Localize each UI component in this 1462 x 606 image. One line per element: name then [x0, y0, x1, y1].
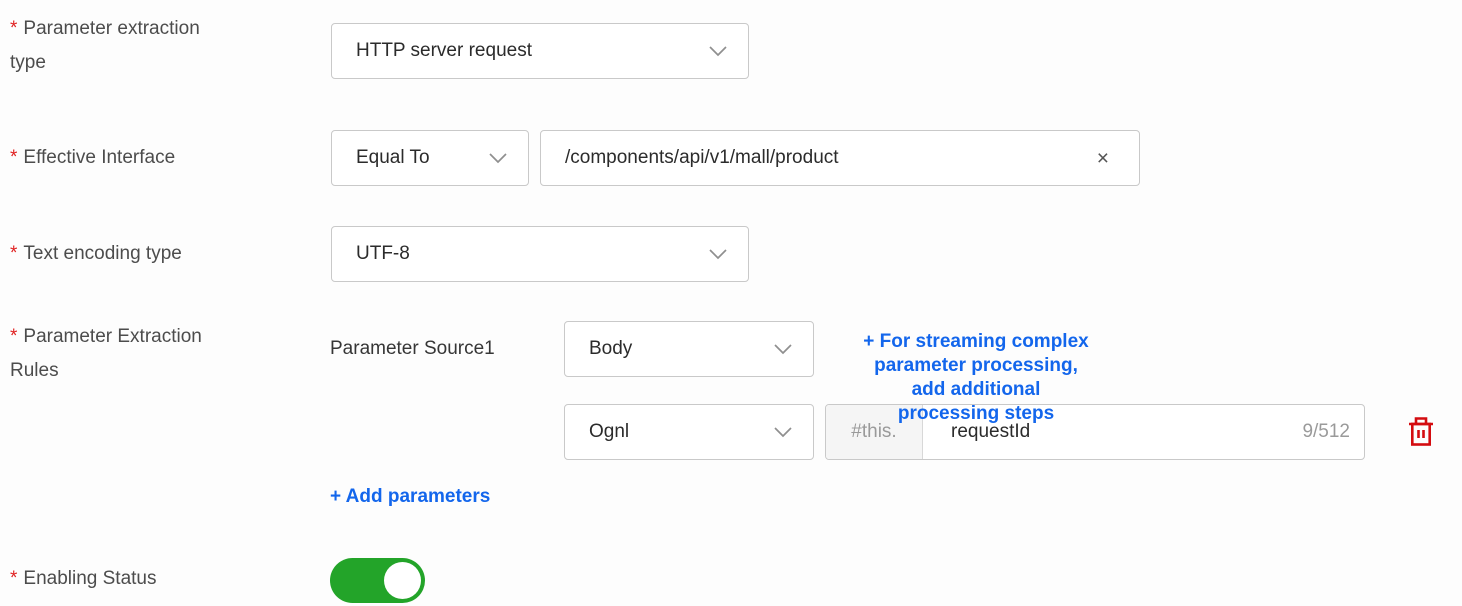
char-counter: 9/512	[1302, 421, 1350, 442]
chevron-down-icon	[773, 426, 793, 438]
expression-input[interactable]: requestId 9/512	[923, 405, 1364, 459]
expression-input-group: #this. requestId 9/512	[825, 404, 1365, 460]
chevron-down-icon	[708, 248, 728, 260]
streaming-processing-link[interactable]: + For streaming complex parameter proces…	[818, 330, 1134, 426]
required-asterisk: *	[10, 243, 18, 264]
expression-value: requestId	[951, 421, 1031, 442]
chevron-down-icon	[488, 152, 508, 164]
chevron-down-icon	[708, 45, 728, 57]
required-asterisk: *	[10, 326, 18, 347]
extraction-type-value: HTTP server request	[356, 40, 532, 61]
required-asterisk: *	[10, 568, 18, 589]
label-parameter-extraction-type: *Parameter extraction type	[10, 18, 200, 73]
parameter-source-value: Body	[589, 338, 633, 359]
add-parameters-link[interactable]: + Add parameters	[330, 486, 491, 507]
interface-operator-value: Equal To	[356, 147, 430, 168]
expression-type-value: Ognl	[589, 421, 630, 442]
streaming-link-line: processing steps	[897, 403, 1055, 424]
interface-operator-select[interactable]: Equal To	[331, 130, 529, 186]
text-encoding-select[interactable]: UTF-8	[331, 226, 749, 282]
toggle-knob	[384, 562, 421, 599]
streaming-link-line: add additional	[911, 379, 1041, 400]
streaming-link-line: + For streaming complex	[863, 331, 1089, 352]
label-effective-interface: *Effective Interface	[10, 147, 176, 168]
parameter-source-label: Parameter Source1	[330, 338, 495, 359]
streaming-link-line: parameter processing,	[874, 355, 1078, 376]
label-text-encoding-type: *Text encoding type	[10, 243, 182, 264]
label-enabling-status: *Enabling Status	[10, 568, 157, 589]
interface-path-input[interactable]: /components/api/v1/mall/product ×	[540, 130, 1140, 186]
required-asterisk: *	[10, 147, 18, 168]
extraction-type-select[interactable]: HTTP server request	[331, 23, 749, 79]
parameter-source-select[interactable]: Body	[564, 321, 814, 377]
enabling-status-toggle[interactable]	[330, 558, 425, 603]
interface-path-value: /components/api/v1/mall/product	[565, 147, 839, 168]
expression-type-select[interactable]: Ognl	[564, 404, 814, 460]
chevron-down-icon	[773, 343, 793, 355]
delete-rule-button[interactable]	[1404, 415, 1438, 449]
trash-icon	[1407, 415, 1435, 450]
expression-prefix: #this.	[826, 405, 923, 459]
clear-input-icon[interactable]: ×	[1096, 146, 1109, 170]
required-asterisk: *	[10, 18, 18, 39]
text-encoding-value: UTF-8	[356, 243, 410, 264]
label-parameter-extraction-rules: *Parameter Extraction Rules	[10, 326, 202, 381]
